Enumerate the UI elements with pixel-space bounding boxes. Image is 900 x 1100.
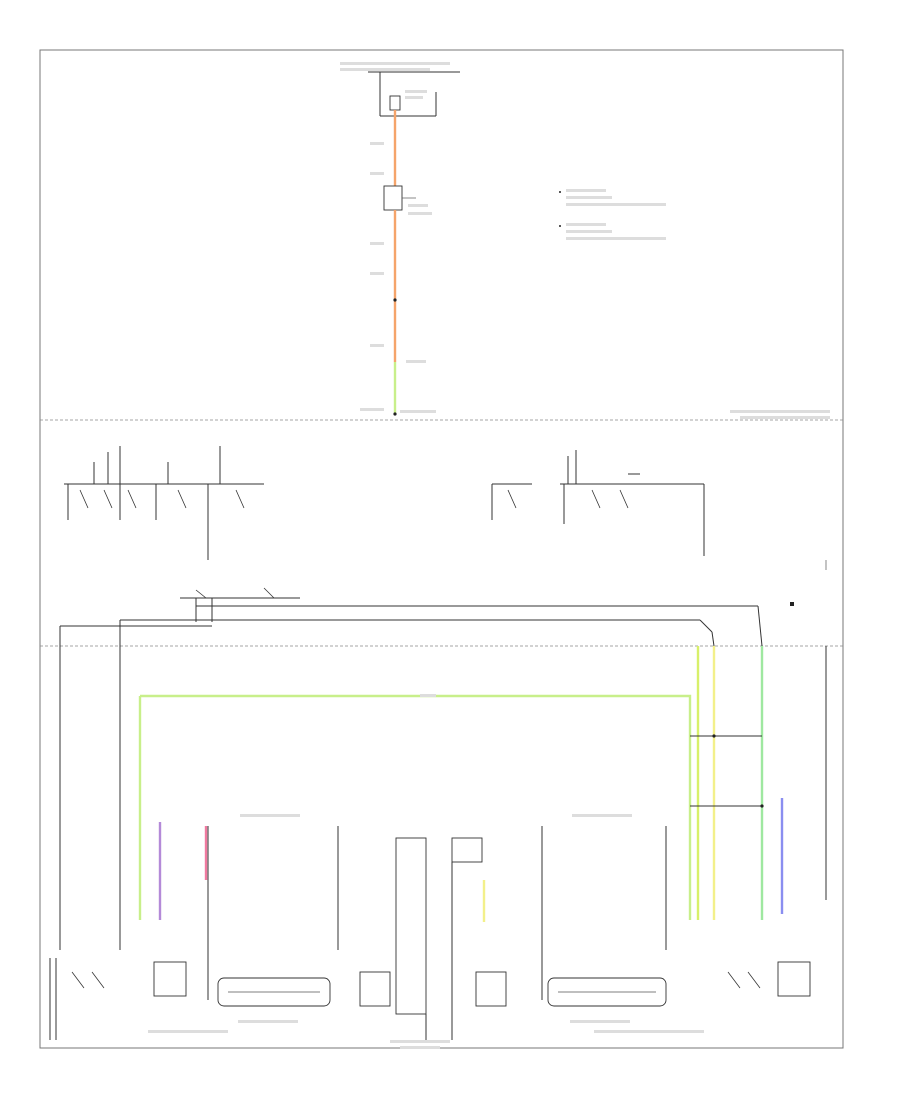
relay <box>383 185 403 211</box>
wire-light-green-main <box>140 694 692 920</box>
splice-dot <box>393 298 397 302</box>
right-thermistor <box>777 961 811 997</box>
note-block <box>559 189 666 240</box>
diagram-frame <box>39 49 844 1049</box>
left-heater-switch <box>359 971 391 1007</box>
right-cross-links <box>690 734 764 808</box>
harness-bus <box>59 560 827 648</box>
left-seat-heater <box>49 958 391 1040</box>
center-unit <box>395 837 483 1040</box>
center-connector-left <box>395 837 427 1015</box>
marker-square <box>790 602 794 606</box>
label-placeholders <box>148 62 830 1049</box>
left-thermistor <box>153 961 187 997</box>
fuse <box>389 95 401 111</box>
ground-dot <box>393 412 397 416</box>
center-connector-right <box>451 837 483 863</box>
relay-block <box>383 185 416 211</box>
right-seat-heater <box>475 961 811 1007</box>
left-feed-wires <box>59 646 827 1000</box>
right-switch-assembly <box>491 450 705 556</box>
fuse-box-block <box>368 71 460 117</box>
right-heater-switch <box>475 971 507 1007</box>
left-switch-assembly <box>64 446 264 560</box>
